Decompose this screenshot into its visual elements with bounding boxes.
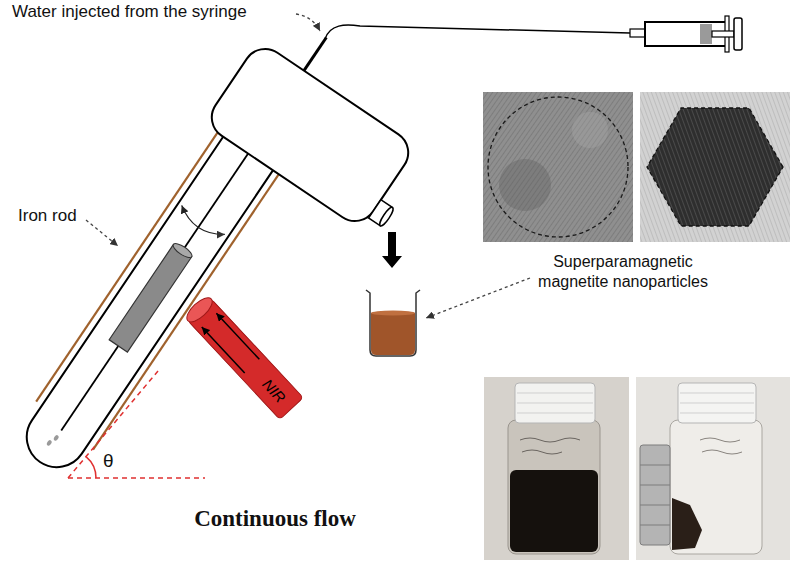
vial-photo xyxy=(508,420,600,554)
vial-photo xyxy=(680,413,754,414)
syringe xyxy=(325,16,742,52)
vial-photo xyxy=(640,505,670,506)
tem-image xyxy=(647,108,783,226)
reactor-tube xyxy=(46,439,53,446)
lamp-body: NIR xyxy=(181,292,305,421)
label-holder: Superparamagnetic magnetite nanoparticle… xyxy=(533,252,713,292)
label-holder: Iron rod xyxy=(18,206,77,226)
vial-photo xyxy=(517,403,593,404)
vial-photo xyxy=(484,377,629,560)
reactor-housing xyxy=(378,206,395,228)
reactor-housing xyxy=(203,40,431,239)
beam-arrow xyxy=(201,327,244,373)
vial-photo xyxy=(672,498,702,550)
tilt-angle xyxy=(68,371,205,478)
leader-line xyxy=(426,278,530,318)
label-holder: Water injected from the syringe xyxy=(12,2,247,22)
syringe xyxy=(700,24,712,44)
tem-image xyxy=(483,92,633,242)
syringe xyxy=(712,31,734,37)
vial-photo xyxy=(515,383,595,423)
beaker xyxy=(366,290,420,356)
vial-photo xyxy=(520,438,580,454)
tilt-angle xyxy=(68,477,205,479)
product-label: Superparamagnetic magnetite nanoparticle… xyxy=(533,252,713,292)
tilt-angle xyxy=(68,371,158,478)
vial-photo xyxy=(640,525,670,526)
flow-arrow xyxy=(382,232,402,268)
nir-lamp: NIR xyxy=(181,292,305,421)
beam-arrow xyxy=(216,313,259,359)
vial-photo xyxy=(510,470,598,552)
reactor-tube xyxy=(171,241,194,260)
reactor-tube xyxy=(109,244,192,352)
reactor-tube xyxy=(177,205,225,242)
caption-holder: Continuous flow xyxy=(145,506,405,532)
lamp-body-shape xyxy=(187,299,302,420)
shaft-top xyxy=(304,38,326,71)
beaker xyxy=(366,290,420,356)
reactor-tube xyxy=(53,434,60,441)
vial-photo xyxy=(484,377,629,560)
leader-line xyxy=(86,220,118,246)
label-holder: θ xyxy=(103,449,114,472)
tem-image xyxy=(488,97,628,237)
vial-photo xyxy=(640,445,670,545)
lamp-cylinder xyxy=(181,292,305,421)
tem-image xyxy=(640,92,790,242)
leader-line xyxy=(296,14,320,31)
beaker xyxy=(371,311,415,316)
vial-photo xyxy=(670,420,762,554)
vial-photo xyxy=(678,383,756,423)
part-label: Iron rod xyxy=(18,206,77,226)
syringe xyxy=(734,18,742,50)
tem-image xyxy=(572,112,608,148)
tem-image xyxy=(499,159,551,211)
lamp-label: NIR xyxy=(259,375,289,405)
syringe xyxy=(630,29,645,37)
syringe xyxy=(325,25,630,39)
vial-photo xyxy=(640,485,670,486)
vial-photo xyxy=(517,393,593,394)
reactor-housing xyxy=(203,40,416,229)
vial-photo xyxy=(700,438,742,454)
tem-image xyxy=(483,92,633,242)
vial-photo xyxy=(636,377,790,560)
lamp-cap xyxy=(183,294,216,326)
vial-photo xyxy=(640,465,670,466)
beaker xyxy=(371,313,415,355)
vial-photo xyxy=(680,403,754,404)
angle-symbol: θ xyxy=(103,449,114,472)
reactor-tube xyxy=(36,128,221,402)
annotation-label: Water injected from the syringe xyxy=(12,2,247,22)
figure-caption: Continuous flow xyxy=(145,506,405,532)
vial-photo xyxy=(680,393,754,394)
tem-image xyxy=(647,108,783,226)
shaft-top xyxy=(304,38,326,71)
reactor-tube xyxy=(93,169,282,449)
tem-image xyxy=(483,92,633,242)
tem-image xyxy=(640,92,790,242)
tilt-angle xyxy=(86,457,96,478)
reactor-tube xyxy=(15,126,280,479)
tem-image xyxy=(640,92,790,242)
vial-photo xyxy=(636,377,790,560)
vial-photo xyxy=(517,413,593,414)
